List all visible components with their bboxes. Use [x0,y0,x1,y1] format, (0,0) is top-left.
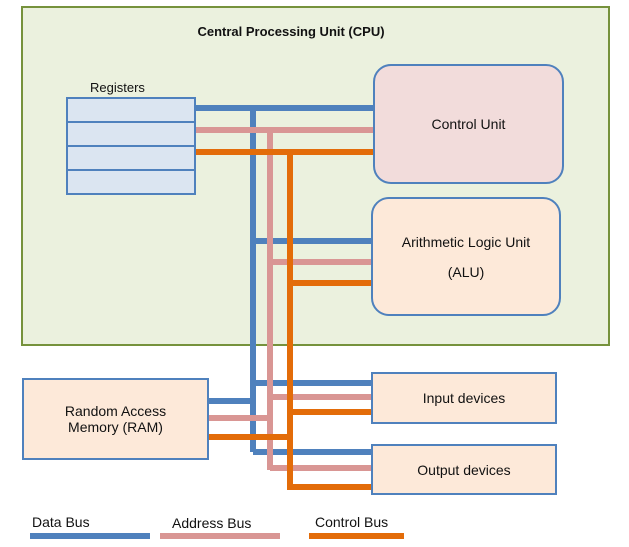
register-row [68,123,194,147]
legend-control-bus: Control Bus [315,514,388,530]
register-row [68,99,194,123]
alu-box: Arithmetic Logic Unit (ALU) [371,197,561,316]
input-devices-box: Input devices [371,372,557,424]
legend-data-bus-label: Data Bus [32,514,90,530]
alu-label-line1: Arithmetic Logic Unit [401,233,531,250]
ram-label-line2: Memory (RAM) [68,419,163,435]
control-bus-lines [196,149,373,490]
input-devices-label: Input devices [422,390,506,406]
legend-data-bus: Data Bus [32,514,90,530]
register-row [68,171,194,193]
ram-label-line1: Random Access [64,403,167,419]
registers-block [66,97,196,195]
legend-address-bus: Address Bus [172,515,251,531]
legend-address-bus-swatch [160,533,280,539]
legend-control-bus-swatch [309,533,404,539]
ram-box: Random Access Memory (RAM) [22,378,209,460]
register-row [68,147,194,171]
legend-control-bus-label: Control Bus [315,514,389,530]
cpu-title: Central Processing Unit (CPU) [197,24,385,39]
legend-data-bus-swatch [30,533,150,539]
output-devices-label: Output devices [417,461,511,478]
registers-label: Registers [90,80,145,95]
alu-label-line2: (ALU) [447,263,485,280]
output-devices-box: Output devices [371,444,557,495]
legend-address-bus-label: Address Bus [172,515,252,531]
control-unit-label: Control Unit [431,116,506,132]
control-unit-box: Control Unit [373,64,564,184]
address-bus-lines [196,127,373,471]
